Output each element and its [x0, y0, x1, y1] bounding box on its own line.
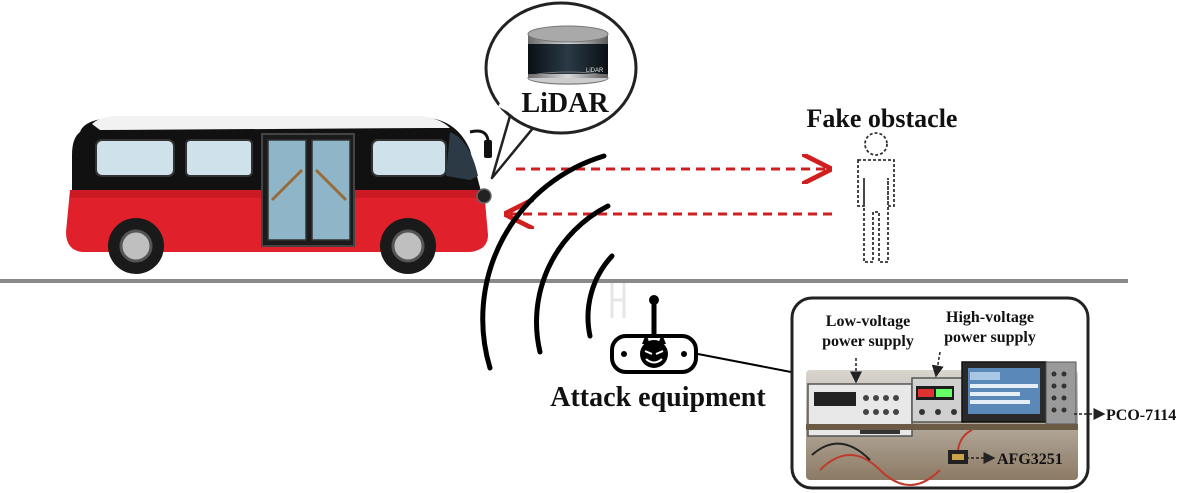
- lidar-brand-text: LiDAR: [586, 68, 604, 74]
- pco-label: PCO-7114: [1106, 407, 1176, 424]
- attack-equipment-label: Attack equipment: [550, 382, 766, 413]
- high-voltage-label-line1: High-voltage: [946, 309, 1034, 326]
- faint-post: [610, 283, 626, 318]
- fake-obstacle-label: Fake obstacle: [807, 104, 958, 133]
- lidar-sensor-icon: LiDAR: [527, 25, 609, 85]
- afg-label: AFG3251: [997, 451, 1063, 468]
- person-outline-icon: [857, 132, 895, 263]
- bus-icon: [66, 116, 492, 274]
- devil-router-icon: [610, 295, 698, 374]
- low-voltage-label-line1: Low-voltage: [826, 313, 910, 330]
- lab-setup-panel: [790, 296, 1090, 490]
- high-voltage-pointer: [931, 351, 944, 378]
- lidar-label: LiDAR: [521, 88, 609, 119]
- low-voltage-label-line2: power supply: [822, 333, 914, 350]
- high-voltage-label-line2: power supply: [944, 329, 1036, 346]
- attack-waves: [480, 153, 615, 371]
